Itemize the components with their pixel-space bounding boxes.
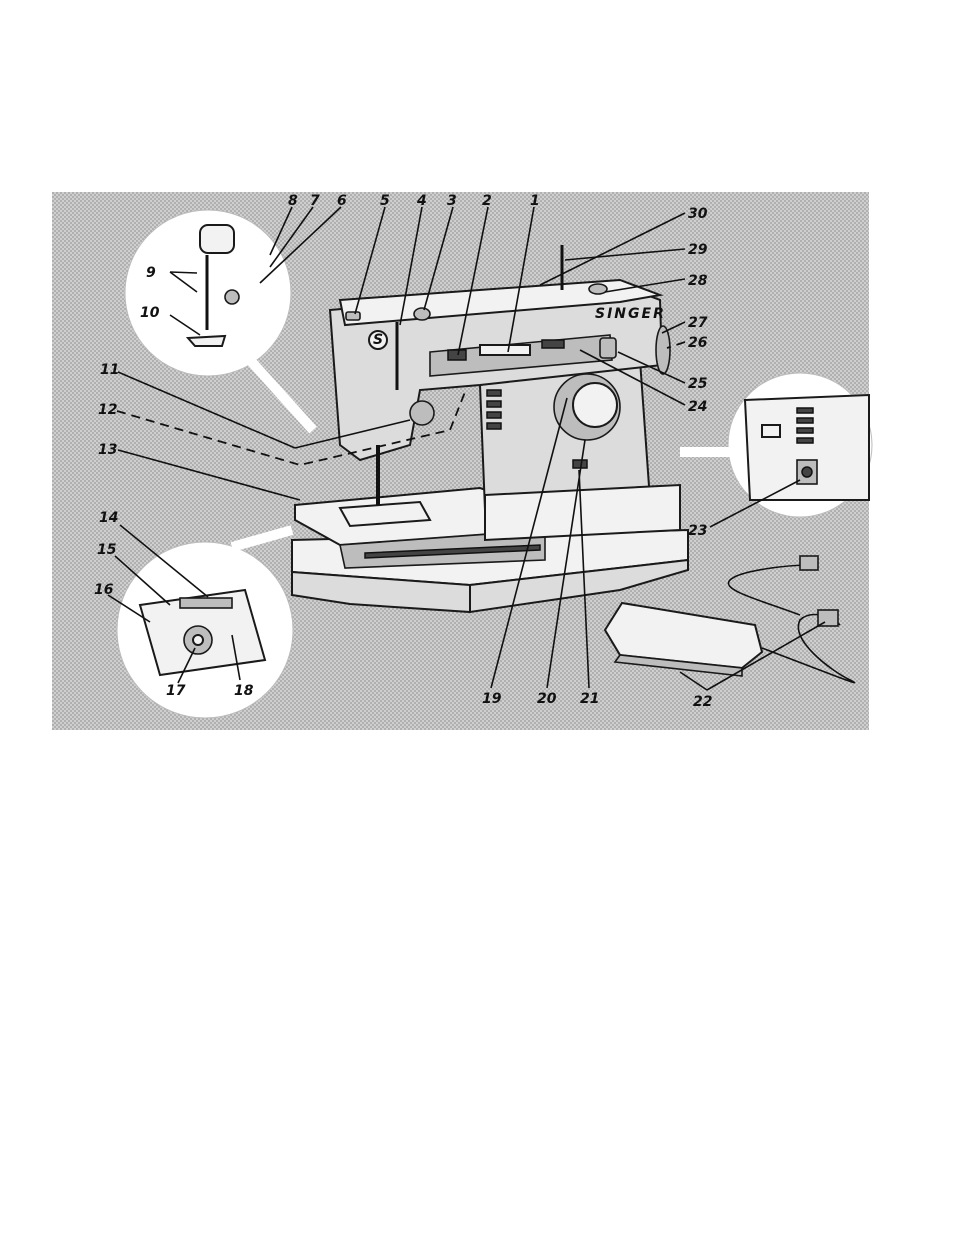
callout-8: 8	[288, 193, 298, 209]
callout-20: 20	[537, 691, 557, 707]
callout-17: 17	[166, 683, 186, 699]
callout-4: 4	[416, 193, 427, 209]
callout-11: 11	[100, 362, 119, 378]
callout-26: 26	[688, 335, 708, 351]
callout-19: 19	[482, 691, 502, 707]
callout-7: 7	[310, 193, 320, 209]
callout-9: 9	[146, 265, 156, 281]
brand-text: SINGER	[595, 306, 666, 322]
callout-25: 25	[688, 376, 708, 392]
callout-22: 22	[693, 694, 712, 710]
callout-30: 30	[688, 206, 708, 222]
callout-1: 1	[530, 193, 540, 209]
callout-2: 2	[482, 193, 492, 209]
callout-6: 6	[337, 193, 347, 209]
callout-3: 3	[447, 193, 457, 209]
callout-18: 18	[234, 683, 254, 699]
callout-13: 13	[98, 442, 117, 458]
callout-10: 10	[140, 305, 160, 321]
callout-23: 23	[688, 523, 707, 539]
callout-24: 24	[688, 399, 707, 415]
callout-15: 15	[97, 542, 117, 558]
callout-21: 21	[580, 691, 599, 707]
callout-29: 29	[688, 242, 708, 258]
brand-badge: S	[373, 332, 383, 348]
callout-5: 5	[380, 193, 390, 209]
callout-14: 14	[99, 510, 118, 526]
sewing-machine: S SINGER	[292, 245, 688, 612]
callout-28: 28	[688, 273, 708, 289]
callout-27: 27	[688, 315, 708, 331]
callout-12: 12	[98, 402, 117, 418]
callout-16: 16	[94, 582, 114, 598]
